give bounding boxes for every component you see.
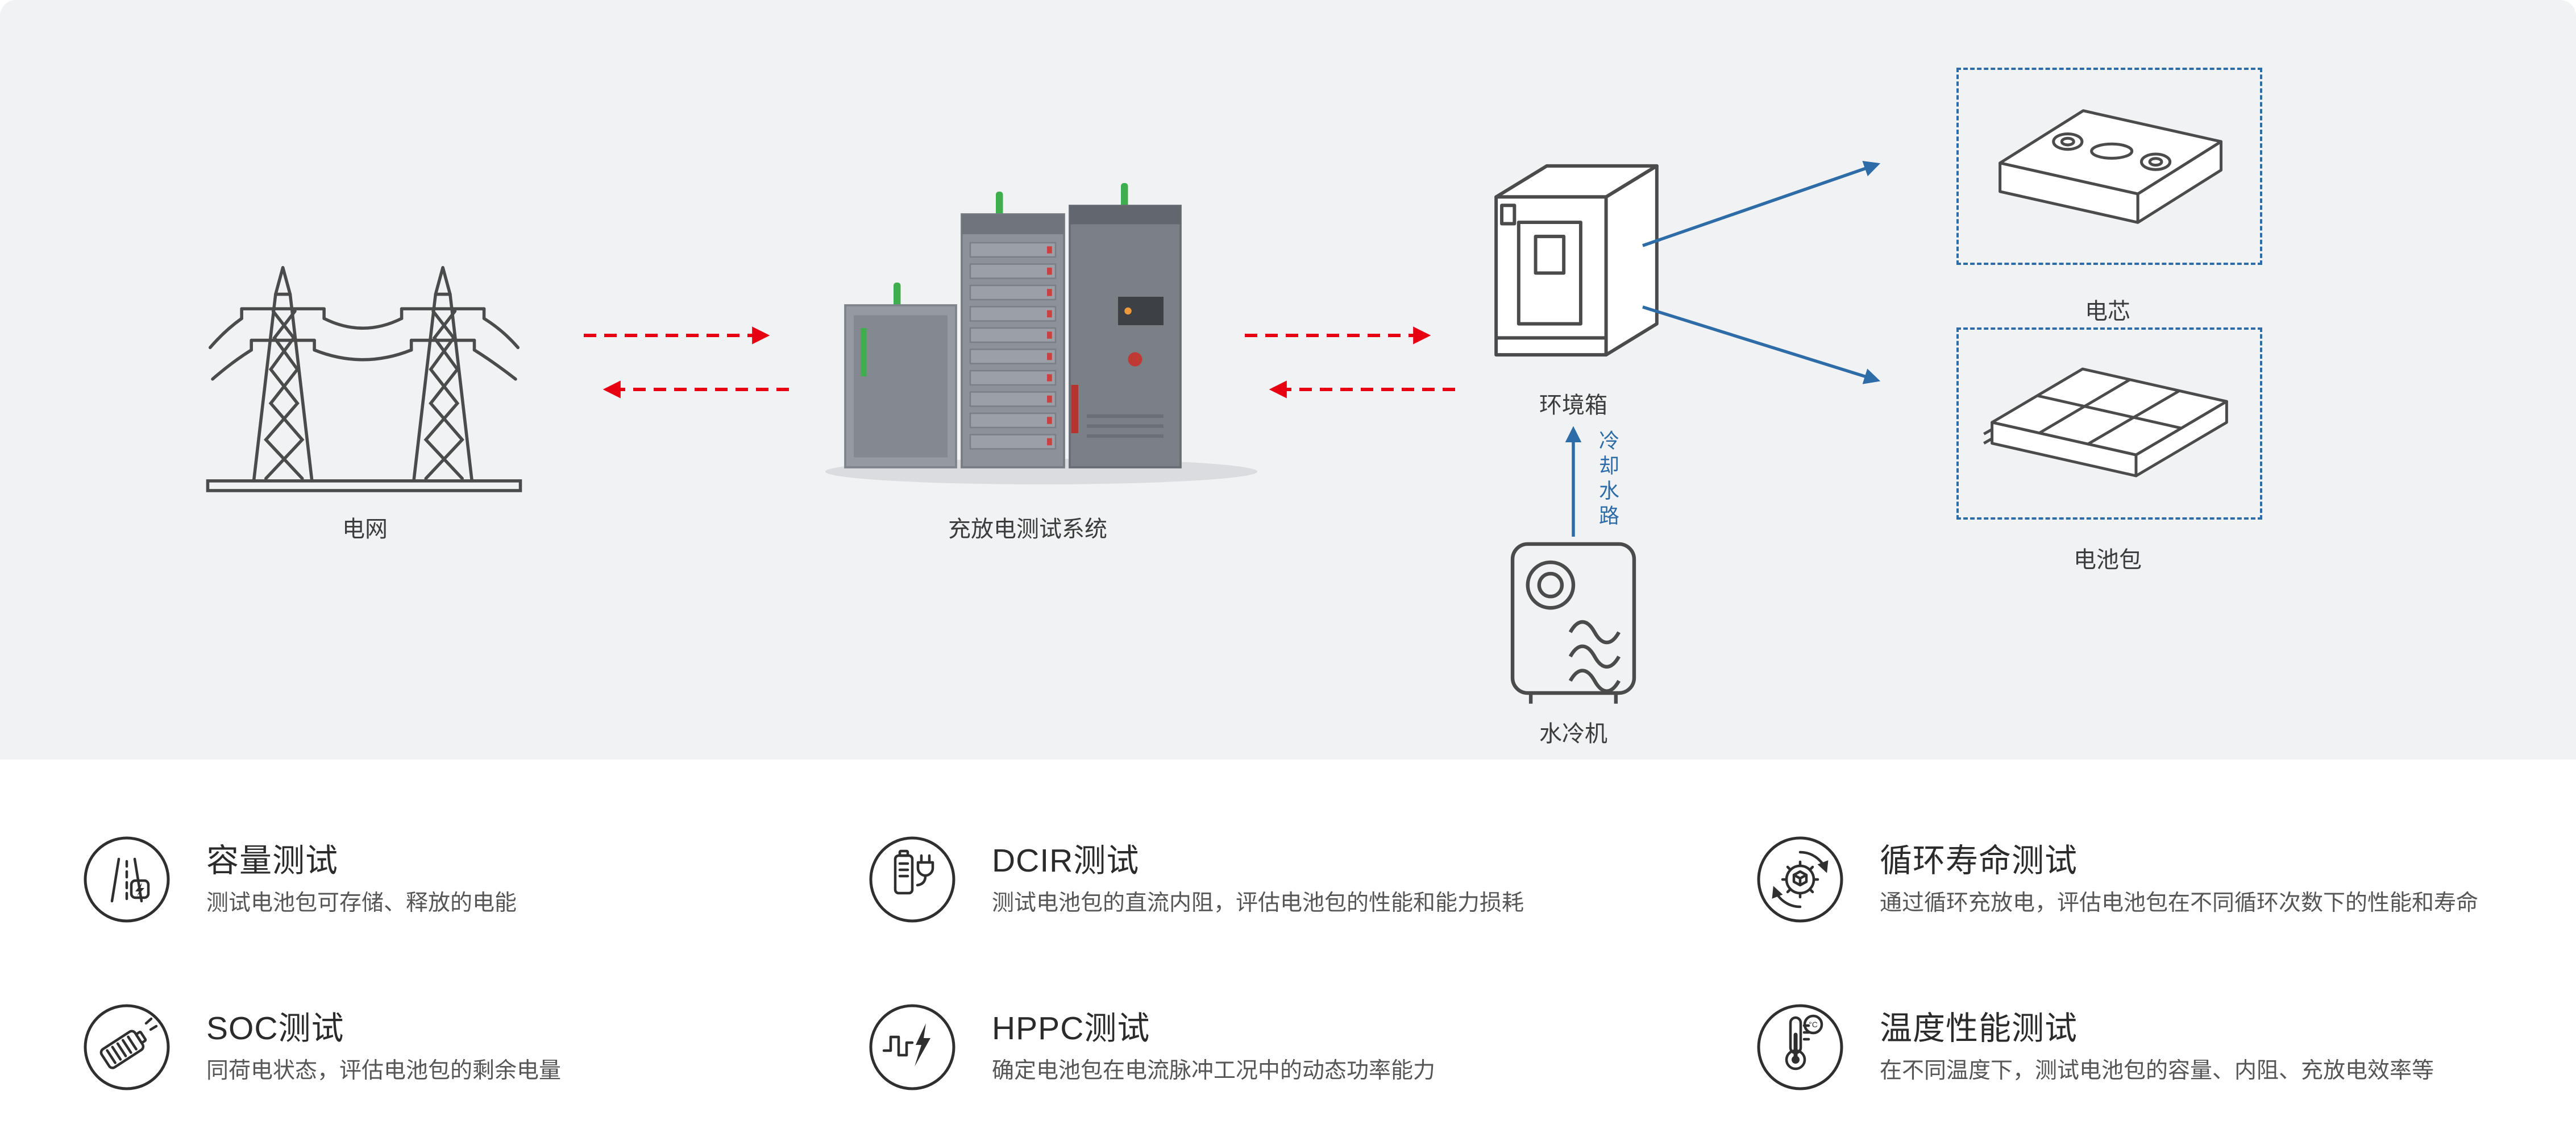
temperature-test-icon: °C: [1757, 1004, 1843, 1090]
test-system-label: 充放电测试系统: [948, 517, 1107, 542]
feature-title: SOC测试: [206, 1010, 344, 1047]
grid-label: 电网: [342, 517, 388, 542]
svg-text:°C: °C: [1809, 1020, 1818, 1029]
cooler-illustration: [1510, 542, 1636, 704]
feature-desc: 测试电池包的直流内阻，评估电池包的性能和能力损耗: [992, 890, 1524, 915]
cycle-life-test-icon: [1757, 836, 1843, 923]
power-grid-icon: [206, 265, 522, 492]
feature-title: DCIR测试: [992, 843, 1140, 879]
feature-capacity-test: 容量测试 测试电池包可存储、释放的电能: [81, 833, 517, 926]
feature-desc: 确定电池包在电流脉冲工况中的动态功率能力: [992, 1058, 1436, 1083]
capacity-test-icon: [84, 836, 170, 923]
feature-desc: 在不同温度下，测试电池包的容量、内阻、充放电效率等: [1880, 1058, 2434, 1083]
chamber-illustration: [1494, 164, 1659, 357]
battery-cell-illustration: [1999, 109, 2223, 224]
chamber-label: 环境箱: [1539, 393, 1607, 418]
cell-dashed-box: [1956, 68, 2262, 265]
feature-desc: 同荷电状态，评估电池包的剩余电量: [206, 1058, 562, 1083]
battery-pack-illustration: [1983, 367, 2228, 478]
feature-temperature-test: °C 温度性能测试 在不同温度下，测试电池包的容量、内阻、充放电效率等: [1755, 1001, 2434, 1094]
feature-dcir-test: DCIR测试 测试电池包的直流内阻，评估电池包的性能和能力损耗: [867, 833, 1524, 926]
feature-hppc-test: HPPC测试 确定电池包在电流脉冲工况中的动态功率能力: [867, 1001, 1435, 1094]
feature-title: 温度性能测试: [1880, 1010, 2078, 1047]
pack-label: 电池包: [2074, 547, 2142, 572]
cooler-label: 水冷机: [1539, 721, 1607, 746]
feature-desc: 测试电池包可存储、释放的电能: [206, 890, 517, 915]
hppc-test-icon: [869, 1004, 955, 1090]
feature-soc-test: SOC测试 同荷电状态，评估电池包的剩余电量: [81, 1001, 561, 1094]
soc-test-icon: [84, 1004, 170, 1090]
feature-title: HPPC测试: [992, 1010, 1150, 1047]
cell-label: 电芯: [2085, 299, 2130, 324]
feature-title: 循环寿命测试: [1880, 843, 2078, 879]
cooling-path-label: 冷却水路: [1596, 430, 1619, 530]
feature-cycle-life-test: 循环寿命测试 通过循环充放电，评估电池包在不同循环次数下的性能和寿命: [1755, 833, 2478, 926]
dcir-test-icon: [869, 836, 955, 923]
feature-title: 容量测试: [206, 843, 338, 879]
test-system-illustration: [825, 183, 1257, 484]
pack-dashed-box: [1956, 327, 2262, 520]
feature-desc: 通过循环充放电，评估电池包在不同循环次数下的性能和寿命: [1880, 890, 2479, 915]
